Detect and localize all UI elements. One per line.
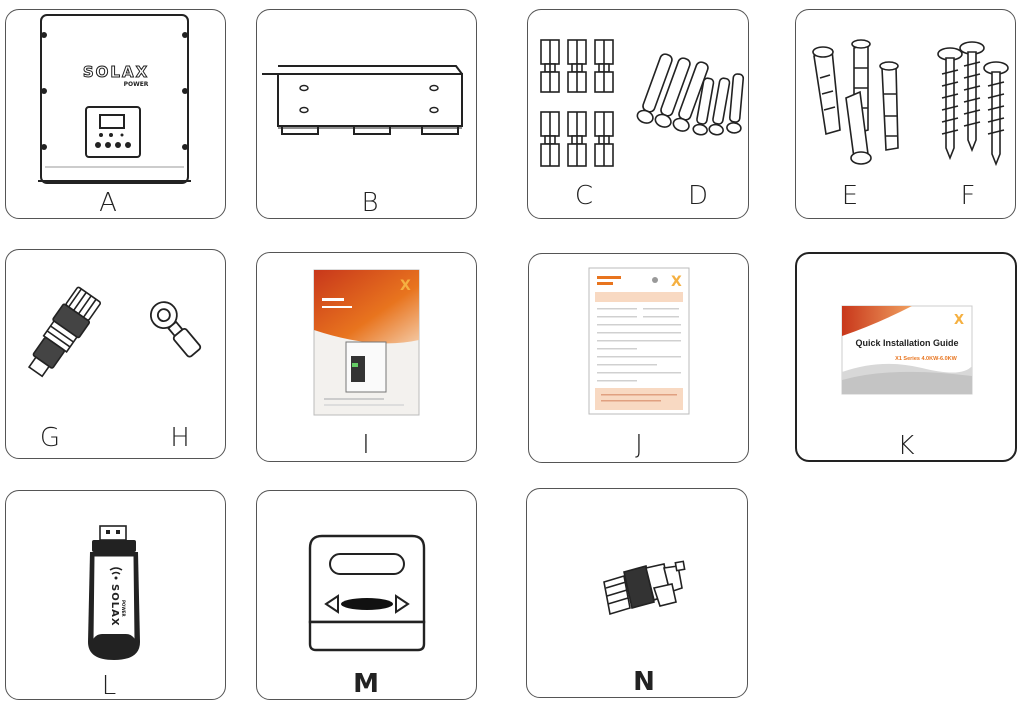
- screws-illustration: [937, 41, 1009, 167]
- card-l: [5, 490, 226, 700]
- label-k: K: [897, 431, 915, 461]
- rj45-connector-illustration: [603, 560, 686, 616]
- dongle-brand: SOLAX: [109, 584, 120, 627]
- label-m: M: [353, 669, 379, 699]
- label-f: F: [960, 181, 976, 211]
- quick-guide-illustration: X: [841, 305, 973, 395]
- unlock-tool-illustration: [308, 534, 426, 652]
- label-c: C: [574, 181, 594, 211]
- svg-text:X: X: [954, 313, 964, 328]
- guide-subtitle: X1 Series 4.0KW-6.0KW: [895, 356, 957, 362]
- crimp-pins-illustration: [636, 53, 745, 136]
- label-e: E: [841, 181, 859, 211]
- label-i: I: [362, 430, 370, 460]
- label-h: H: [170, 423, 190, 453]
- dc-connectors-illustration: [540, 39, 614, 167]
- inverter-brand: SOLAX: [83, 63, 149, 81]
- bracket-illustration: [262, 65, 463, 135]
- wifi-dongle-illustration: SOLAX POWER: [88, 525, 140, 660]
- label-j: J: [635, 430, 643, 460]
- label-a: A: [99, 188, 117, 218]
- inverter-illustration: SOLAX POWER: [38, 14, 191, 184]
- guide-title: Quick Installation Guide: [855, 338, 959, 348]
- ac-connector-illustration: [27, 286, 102, 378]
- inverter-sub: POWER: [124, 81, 149, 88]
- label-l: L: [101, 671, 117, 701]
- ring-terminal-illustration: [149, 301, 202, 358]
- label-d: D: [687, 181, 709, 211]
- label-g: G: [39, 423, 61, 453]
- label-n: N: [633, 667, 655, 697]
- expansion-anchors-illustration: [812, 39, 899, 165]
- dongle-sub: POWER: [121, 600, 126, 617]
- label-b: B: [361, 188, 379, 218]
- warranty-card-illustration: X: [588, 267, 690, 415]
- svg-text:X: X: [671, 274, 682, 290]
- user-manual-illustration: X: [313, 269, 420, 416]
- svg-text:X: X: [400, 278, 411, 294]
